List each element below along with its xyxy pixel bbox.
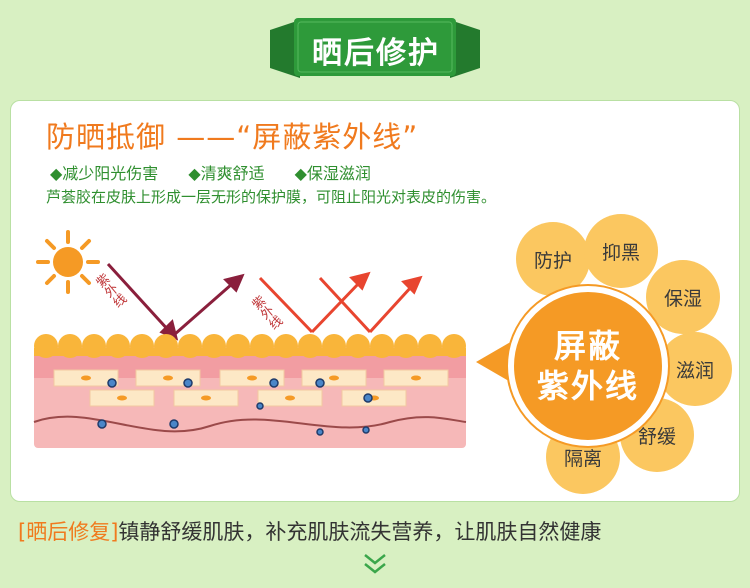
uv-ray-dark [106,262,245,341]
banner: 晒后修护 [0,0,750,100]
chevron-down-icon[interactable] [362,552,388,576]
core-pointer [476,340,514,384]
skin-diagram [33,230,467,448]
petal-whitening: 抑黑 [584,214,658,288]
footer-text: 镇静舒缓肌肤，补充肌肤流失营养，让肌肤自然健康 [118,520,602,544]
uv-ray-red [258,271,423,334]
core-line-1: 屏蔽 [553,327,622,365]
flower-core: 屏蔽 紫外线 [508,286,668,446]
petal-protect: 防护 [516,222,590,296]
banner-ribbon [270,18,480,78]
core-line-2: 紫外线 [536,367,639,405]
banner-title: 晒后修护 [312,36,440,71]
section-title: 防晒抵御 ——“屏蔽紫外线” [46,120,419,154]
feature-bullets: ◆减少阳光伤害 ◆清爽舒适 ◆保湿滋润 [50,160,401,184]
petal-nourish: 滋润 [658,332,732,406]
section-description: 芦荟胶在皮肤上形成一层无形的保护膜，可阻止阳光对表皮的伤害。 [46,188,497,206]
skin-layer [33,334,467,448]
petal-moisturize: 保湿 [646,260,720,334]
bullet-item: ◆清爽舒适 [188,164,265,183]
bullet-item: ◆减少阳光伤害 [50,164,159,183]
footer-caption: [晒后修复]镇静舒缓肌肤，补充肌肤流失营养，让肌肤自然健康 [18,516,601,546]
sun-icon [36,230,100,294]
footer-tag: [晒后修复] [18,520,119,544]
bullet-item: ◆保湿滋润 [294,164,371,183]
